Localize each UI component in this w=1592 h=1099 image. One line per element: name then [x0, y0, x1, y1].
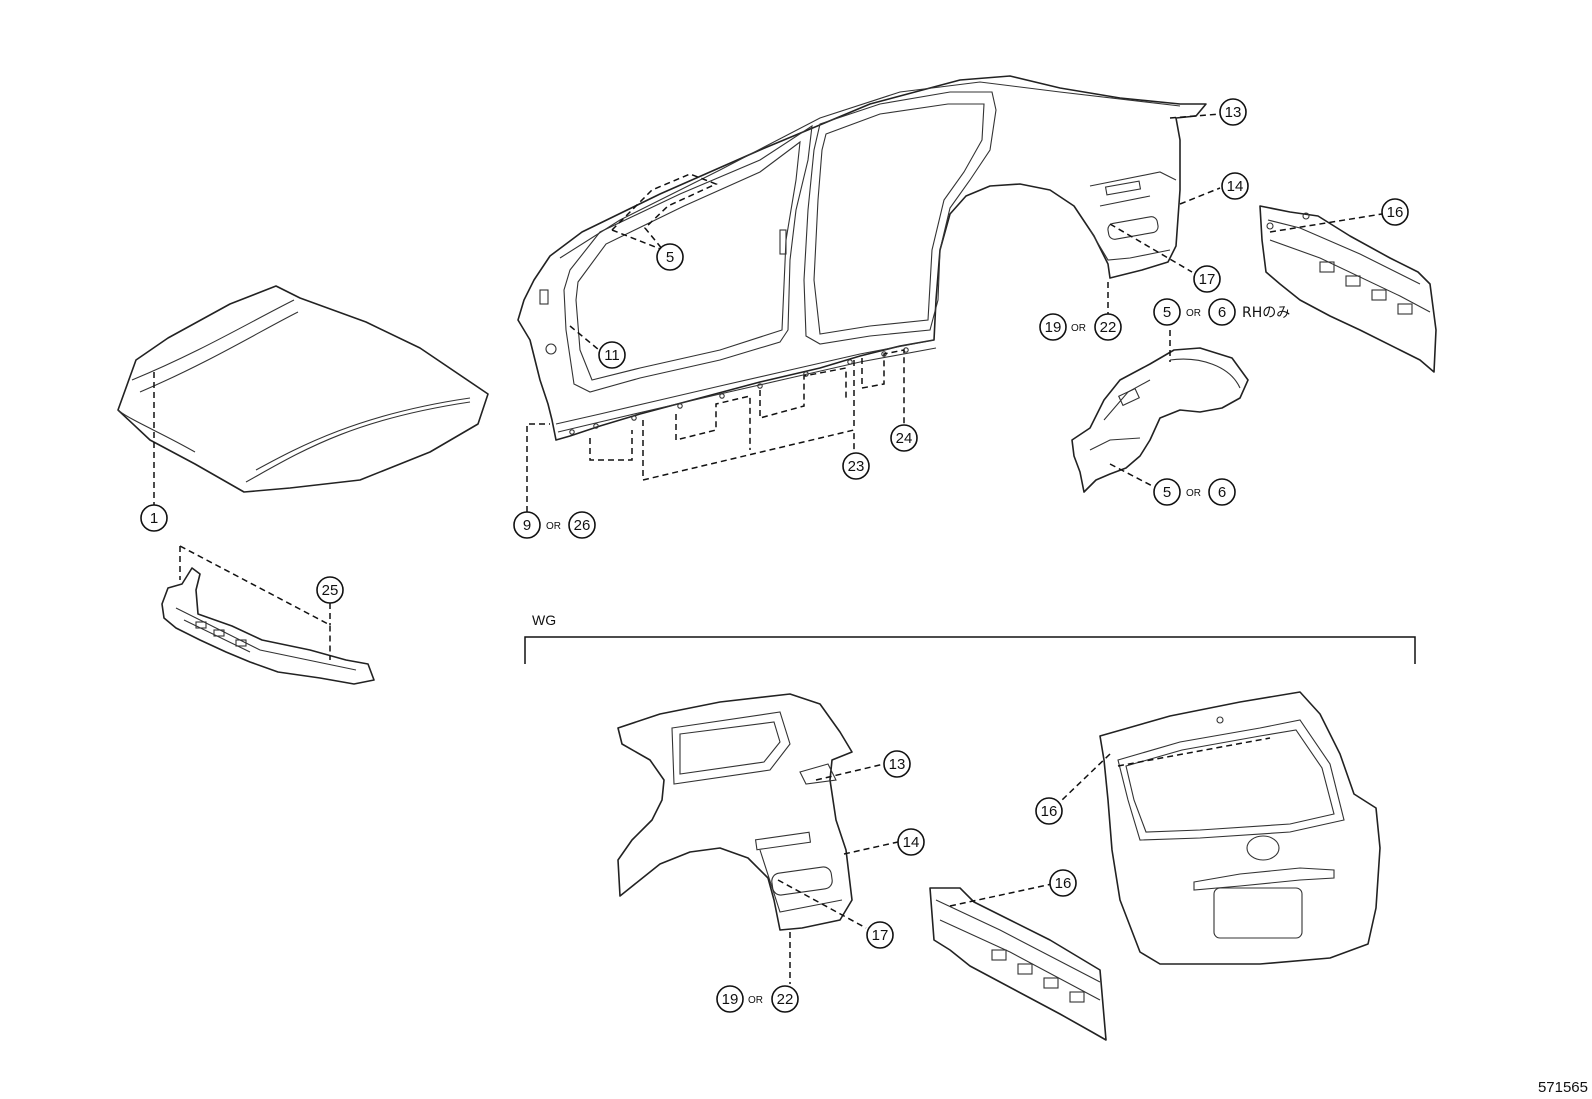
svg-text:9: 9	[523, 517, 531, 534]
callout-14: 14	[1221, 172, 1249, 200]
callout-19: 19	[1039, 313, 1067, 341]
wg-back-door	[1099, 691, 1381, 965]
callout-wg-14: 14	[897, 828, 925, 856]
side-body-outer-panel	[517, 75, 1207, 441]
callout-wg-16-door: 16	[1035, 797, 1063, 825]
svg-text:16: 16	[1387, 204, 1404, 221]
callout-9: 9	[513, 511, 541, 539]
svg-text:17: 17	[872, 927, 889, 944]
svg-text:5: 5	[1163, 304, 1171, 321]
wg-group-label: WG	[532, 612, 556, 628]
callout-5-wheelhouse-top: 5	[1153, 298, 1181, 326]
or-label-wheelhouse-bottom: OR	[1186, 488, 1201, 499]
wg-group-bracket	[524, 636, 1416, 664]
svg-text:16: 16	[1041, 803, 1058, 820]
svg-text:26: 26	[574, 517, 591, 534]
back-panel-sedan	[1259, 205, 1437, 373]
callout-wg-17: 17	[866, 921, 894, 949]
callout-23: 23	[842, 452, 870, 480]
svg-text:22: 22	[1100, 319, 1117, 336]
callout-13: 13	[1219, 98, 1247, 126]
svg-text:16: 16	[1055, 875, 1072, 892]
svg-text:25: 25	[322, 582, 339, 599]
callout-22: 22	[1094, 313, 1122, 341]
callout-16-sedan: 16	[1381, 198, 1409, 226]
svg-text:22: 22	[777, 991, 794, 1008]
svg-text:13: 13	[889, 756, 906, 773]
callout-5-wheelhouse-bottom: 5	[1153, 478, 1181, 506]
callout-wg-19: 19	[716, 985, 744, 1013]
svg-text:5: 5	[666, 249, 674, 266]
callout-wg-13: 13	[883, 750, 911, 778]
wg-back-panel	[929, 887, 1107, 1041]
callout-1: 1	[140, 504, 168, 532]
figure-id: 571565	[1538, 1079, 1588, 1096]
callout-24: 24	[890, 424, 918, 452]
callout-wg-22: 22	[771, 985, 799, 1013]
hood-panel	[117, 285, 489, 493]
svg-text:11: 11	[604, 347, 620, 364]
or-label-wg-19-22: OR	[748, 995, 763, 1006]
callout-6-wheelhouse-bottom: 6	[1208, 478, 1236, 506]
svg-text:19: 19	[722, 991, 739, 1008]
callout-17: 17	[1193, 265, 1221, 293]
callout-6-wheelhouse-top: 6	[1208, 298, 1236, 326]
or-label-wheelhouse-top: OR	[1186, 308, 1201, 319]
svg-text:23: 23	[848, 458, 865, 475]
svg-text:24: 24	[896, 430, 913, 447]
callout-25: 25	[316, 576, 344, 604]
svg-text:5: 5	[1163, 484, 1171, 501]
svg-text:1: 1	[150, 510, 158, 527]
callout-wg-16-panel: 16	[1049, 869, 1077, 897]
svg-text:6: 6	[1218, 484, 1226, 501]
svg-text:14: 14	[903, 834, 920, 851]
callout-26: 26	[568, 511, 596, 539]
leader-lines	[153, 113, 1383, 984]
svg-text:6: 6	[1218, 304, 1226, 321]
or-label-19-22: OR	[1071, 323, 1086, 334]
rh-only-note: RHのみ	[1242, 305, 1290, 321]
svg-text:19: 19	[1045, 319, 1062, 336]
svg-text:14: 14	[1227, 178, 1244, 195]
wg-quarter-panel	[617, 693, 853, 931]
svg-text:13: 13	[1225, 104, 1242, 121]
radiator-support	[161, 567, 375, 685]
callout-5-side: 5	[656, 243, 684, 271]
callout-11: 11	[598, 341, 626, 369]
or-label-9-26: OR	[546, 521, 561, 532]
rear-wheelhouse-panel	[1071, 347, 1249, 493]
svg-text:17: 17	[1199, 271, 1216, 288]
